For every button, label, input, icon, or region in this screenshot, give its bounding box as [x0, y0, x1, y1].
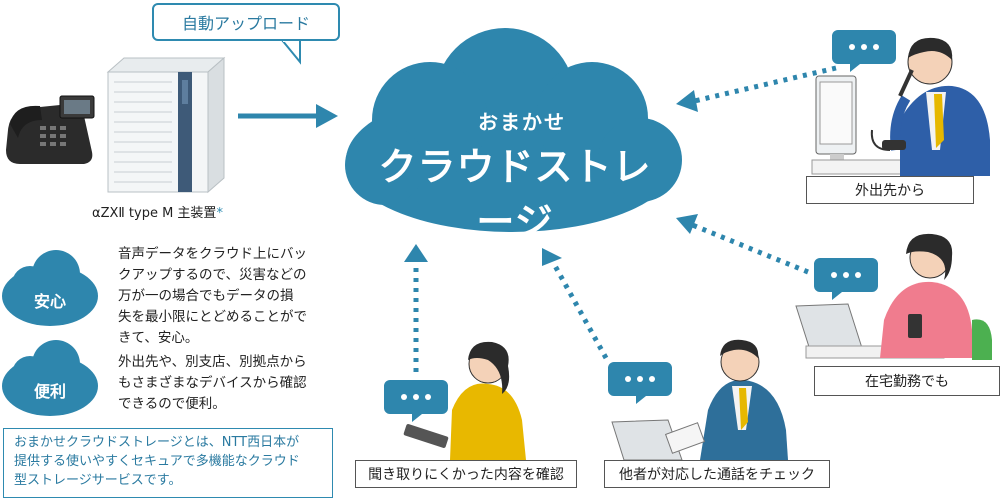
benefit-cloud-safe: [2, 250, 98, 326]
speech-bubble-icon: [814, 258, 878, 300]
label-review-text: 聞き取りにくかった内容を確認: [368, 467, 564, 483]
device-label-text: αZXⅡ type M 主装置: [92, 206, 217, 221]
benefit-convenient-line: できるので便利。: [118, 396, 226, 412]
service-note-line: 型ストレージサービスです。: [14, 473, 182, 488]
service-note-line: 提供する使いやすくセキュアで多機能なクラウド: [14, 454, 300, 469]
label-check: 他者が対応した通話をチェック: [604, 460, 830, 488]
label-outside: 外出先から: [806, 176, 974, 204]
main-unit-icon: [106, 56, 226, 194]
service-note: おまかせクラウドストレージとは、NTT西日本が 提供する使いやすくセキュアで多機…: [3, 428, 333, 498]
person-with-tablet-icon: [403, 341, 526, 460]
device-label: αZXⅡ type M 主装置*: [92, 202, 223, 221]
label-home-text: 在宅勤務でも: [865, 374, 949, 390]
dotted-arrow-outside: [689, 65, 837, 105]
person-with-laptop-icon: [795, 233, 992, 360]
cloud-shape: [345, 28, 682, 232]
speech-bubble-icon: [832, 30, 896, 72]
label-home: 在宅勤務でも: [814, 366, 1000, 396]
benefit-text-convenient: 外出先や、別支店、別拠点から もさまざまなデバイスから確認 できるので便利。: [118, 352, 342, 415]
callout-tail: [279, 39, 301, 65]
benefit-title-safe: 安心: [33, 292, 66, 311]
upload-arrow-head: [316, 104, 338, 128]
speech-bubble-icon: [608, 362, 672, 404]
auto-upload-callout: 自動アップロード: [152, 3, 340, 41]
cloud-title-small: おまかせ: [478, 110, 566, 134]
benefit-safe-line: 万が一の場合でもデータの損: [118, 288, 294, 304]
person-with-notepad-icon: [611, 339, 788, 461]
label-outside-text: 外出先から: [855, 183, 925, 199]
dotted-arrow-check: [551, 262, 609, 360]
benefit-safe-line: 失を最小限にとどめることがで: [118, 309, 307, 325]
device-label-mark: *: [216, 206, 223, 221]
cloud-title-big: クラウドストレージ: [378, 145, 652, 244]
person-on-phone-icon: [811, 37, 990, 176]
label-check-text: 他者が対応した通話をチェック: [619, 467, 815, 483]
speech-bubble-icon: [384, 380, 448, 422]
service-note-line: おまかせクラウドストレージとは、NTT西日本が: [14, 435, 300, 450]
benefit-safe-line: 音声データをクラウド上にバッ: [118, 246, 307, 262]
benefit-title-convenient: 便利: [33, 382, 66, 401]
benefit-cloud-convenient: [2, 340, 98, 416]
dotted-arrow-home: [689, 221, 809, 275]
label-review: 聞き取りにくかった内容を確認: [355, 460, 577, 488]
auto-upload-label: 自動アップロード: [181, 14, 310, 33]
benefit-convenient-line: もさまざまなデバイスから確認: [118, 375, 307, 391]
benefit-safe-line: クアップするので、災害などの: [118, 267, 307, 283]
benefit-safe-line: きて、安心。: [118, 330, 199, 346]
desk-phone-icon: [6, 95, 95, 164]
benefit-text-safe: 音声データをクラウド上にバッ クアップするので、災害などの 万が一の場合でもデー…: [118, 244, 342, 349]
benefit-convenient-line: 外出先や、別支店、別拠点から: [118, 354, 307, 370]
